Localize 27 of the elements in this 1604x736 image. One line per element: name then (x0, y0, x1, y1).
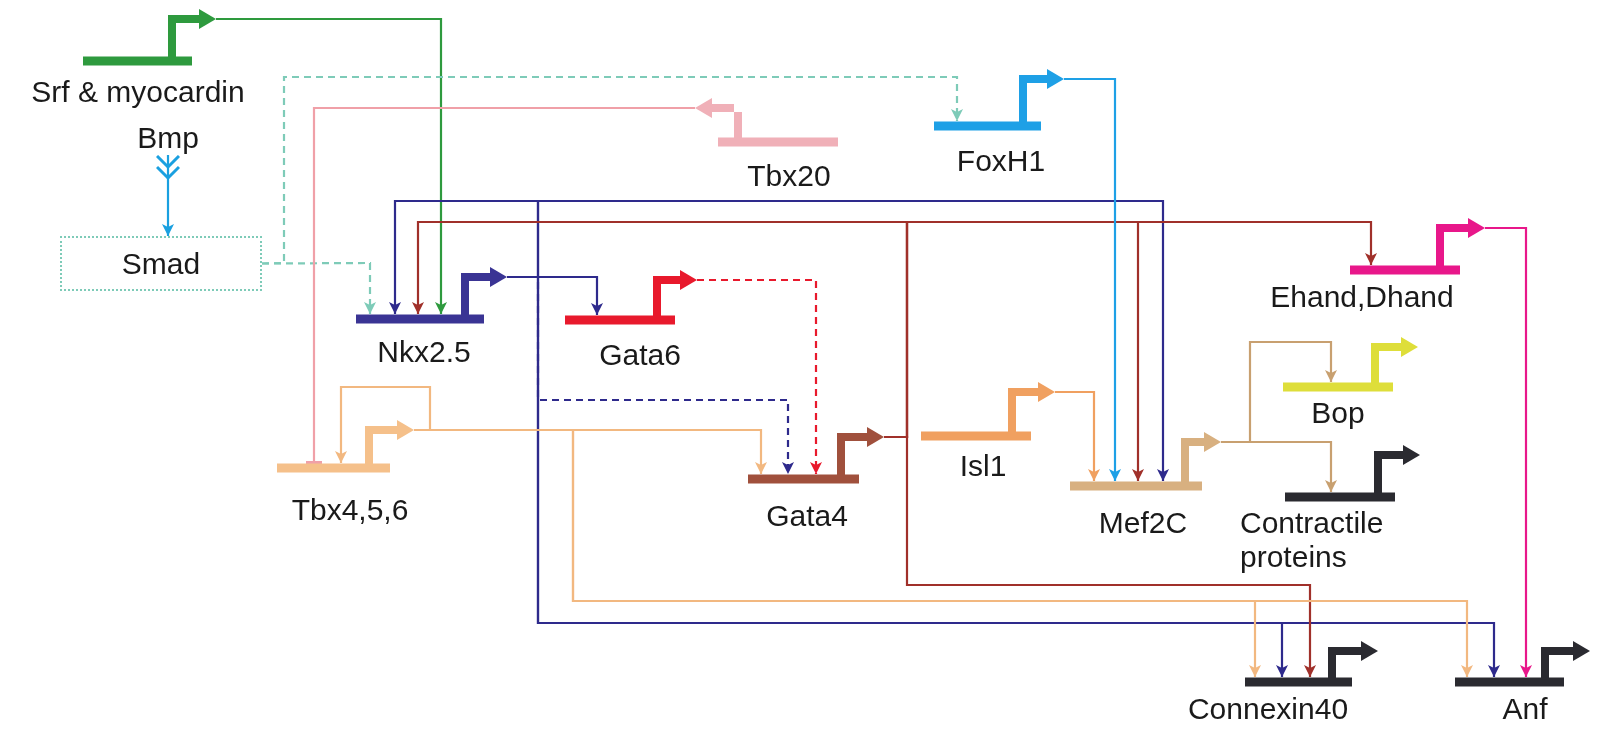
gene-label: Contractile proteins (1240, 506, 1385, 574)
gene-label: Isl1 (958, 449, 1008, 483)
gene-label: Srf & myocardin (30, 75, 246, 109)
gene-label: Ehand,Dhand (1269, 280, 1455, 314)
gene-label: Gata6 (598, 338, 682, 372)
gene-label: Gata4 (765, 499, 849, 533)
signal-label: Bmp (128, 121, 208, 155)
arrow (335, 385, 432, 463)
gene-label: FoxH1 (955, 144, 1047, 178)
arrow (389, 199, 540, 314)
gene-label: Connexin40 (1186, 692, 1350, 726)
arrow (1064, 77, 1121, 481)
gene-label: Bop (1310, 396, 1366, 430)
arrow (216, 17, 447, 314)
protein-box: Smad (60, 236, 262, 291)
arrow (1221, 440, 1337, 492)
arrow (1055, 390, 1100, 481)
arrow (697, 278, 822, 474)
inhibition-line (306, 106, 695, 465)
gene-label: Mef2C (1097, 506, 1189, 540)
arrow (155, 154, 181, 236)
arrow (261, 75, 963, 265)
gene-label: Tbx4,5,6 (290, 493, 410, 527)
gene-label: Nkx2.5 (376, 335, 472, 369)
gene-label: Tbx20 (746, 159, 832, 193)
gene-label: Anf (1501, 692, 1549, 726)
arrow (1485, 226, 1532, 677)
